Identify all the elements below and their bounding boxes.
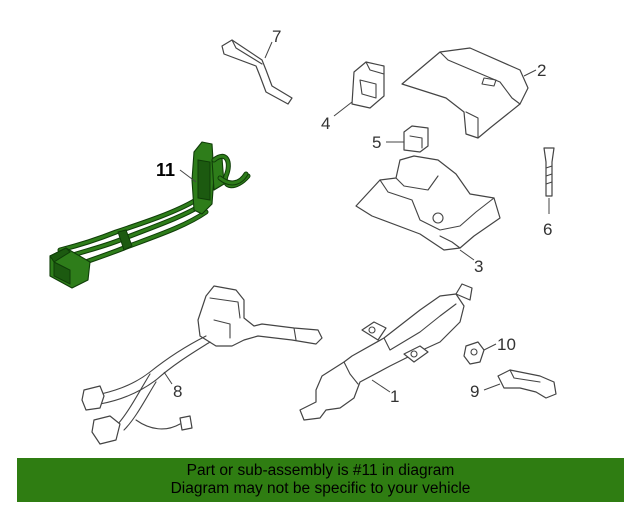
callout-7: 7 <box>272 27 281 46</box>
part-1-steering-column[interactable] <box>299 283 473 421</box>
leader-3 <box>459 249 475 261</box>
leader-7 <box>264 41 273 59</box>
leader-8 <box>163 371 173 385</box>
callout-6: 6 <box>543 220 552 239</box>
callout-11: 11 <box>156 160 175 180</box>
leader-4 <box>333 101 353 117</box>
leader-10 <box>483 343 497 351</box>
part-3-lower-shroud[interactable] <box>355 155 501 251</box>
callout-8: 8 <box>173 382 182 401</box>
callout-9: 9 <box>470 382 479 401</box>
callout-5: 5 <box>372 133 381 152</box>
part-8-multifunction-switch[interactable] <box>81 285 323 445</box>
part-6-bolt[interactable] <box>543 147 555 197</box>
part-5-clip[interactable] <box>403 125 429 153</box>
banner-line-2: Diagram may not be specific to your vehi… <box>170 480 471 497</box>
banner-line-1: Part or sub-assembly is #11 in diagram <box>186 462 455 479</box>
leader-1 <box>371 379 391 393</box>
leader-11 <box>179 169 197 183</box>
leader-2 <box>523 69 537 77</box>
callout-3: 3 <box>474 257 483 276</box>
part-10-nut[interactable] <box>463 341 485 365</box>
part-9-bracket[interactable] <box>497 369 557 399</box>
callout-4: 4 <box>321 114 330 133</box>
part-4-cover[interactable] <box>351 61 385 109</box>
callout-2: 2 <box>537 61 546 80</box>
callout-10: 10 <box>497 335 516 354</box>
leader-9 <box>483 383 501 391</box>
part-11-switch-harness[interactable] <box>49 141 251 289</box>
part-7-lever[interactable] <box>221 39 293 105</box>
info-banner: Part or sub-assembly is #11 in diagram D… <box>17 458 624 502</box>
callout-1: 1 <box>390 387 399 406</box>
part-2-upper-shroud[interactable] <box>401 47 529 139</box>
parts-diagram: 7 4 2 5 6 3 <box>49 27 557 445</box>
